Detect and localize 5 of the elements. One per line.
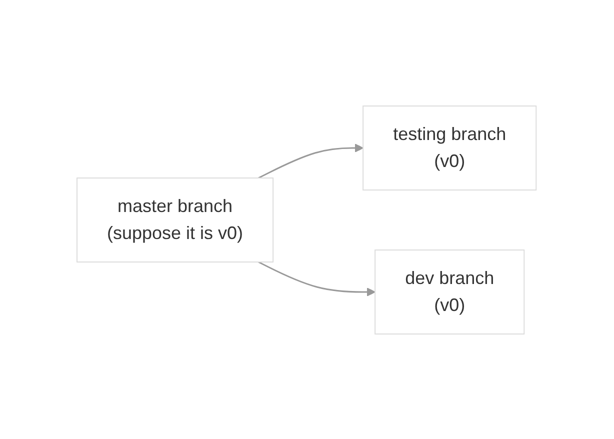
arrow xyxy=(258,143,364,178)
node-box: master branch (suppose it is v0) xyxy=(76,177,274,262)
node-box: testing branch (v0) xyxy=(362,105,538,190)
arrow xyxy=(258,260,376,296)
node-box: dev branch (v0) xyxy=(375,249,526,334)
